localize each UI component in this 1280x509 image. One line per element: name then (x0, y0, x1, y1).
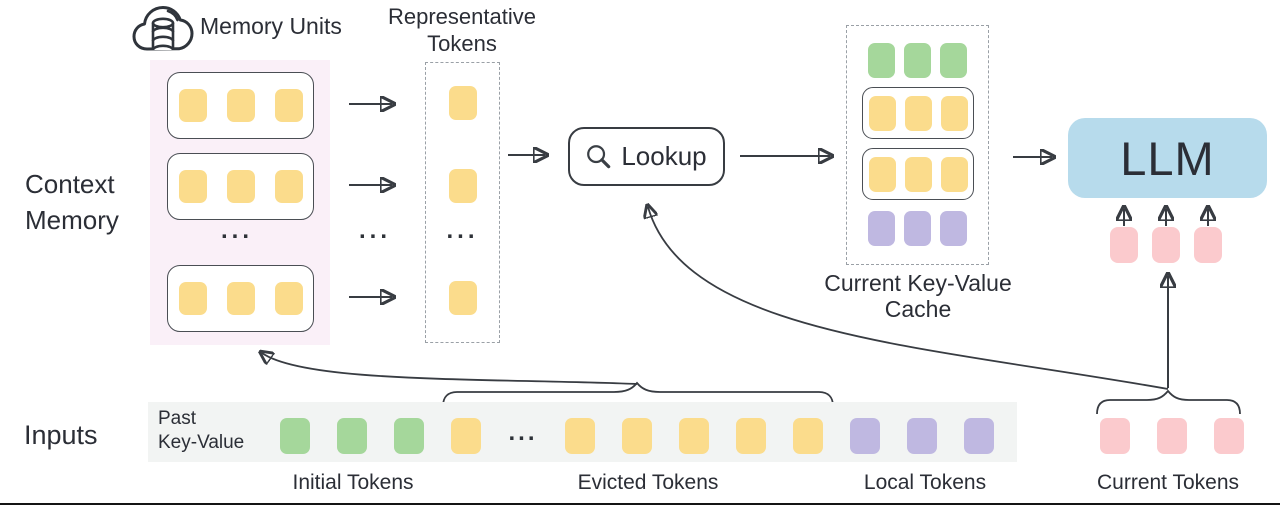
representative-tokens-box (425, 62, 500, 343)
token-yellow (868, 95, 896, 131)
lookup-box: Lookup (568, 127, 725, 186)
token-yellow (178, 170, 207, 203)
memory-unit-row (167, 72, 314, 139)
curve-currentbrace-to-lookup (648, 207, 1169, 390)
cloud-icon (132, 6, 194, 51)
token-yellow (274, 170, 303, 203)
token-yellow (448, 169, 477, 203)
token-yellow (904, 95, 932, 131)
figure-bottom-border (0, 503, 1280, 505)
cache-memory-unit-row (862, 148, 974, 200)
token-pink (1157, 418, 1187, 454)
memory-units-label: Memory Units (200, 13, 342, 39)
database-icon (151, 17, 175, 51)
past-kv-label: Past Key-Value (158, 407, 244, 455)
token-purple (904, 211, 931, 246)
representative-tokens-line2: Tokens (427, 31, 497, 56)
token-yellow (940, 95, 968, 131)
token-pink (1100, 418, 1130, 454)
memory-unit-row (167, 153, 314, 220)
current-kv-cache-label: Current Key-Value Cache (797, 270, 1039, 322)
current-token-group (1100, 418, 1244, 454)
token-yellow (868, 156, 896, 192)
token-yellow (448, 86, 477, 120)
llm-input-tokens (1110, 227, 1222, 263)
evicted-tokens-brace (442, 381, 834, 407)
initial-tokens-label: Initial Tokens (292, 471, 414, 494)
token-yellow (178, 282, 207, 315)
token-pink (1152, 227, 1180, 263)
token-green (904, 43, 931, 78)
memory-rows-ellipsis: ... (220, 217, 253, 244)
current-tokens-label: Current Tokens (1096, 471, 1240, 494)
representative-tokens-label: Representative Tokens (362, 3, 562, 57)
context-memory-line2: Memory (25, 205, 119, 235)
token-yellow (622, 418, 652, 454)
representative-tokens-line1: Representative (388, 4, 536, 29)
token-yellow (226, 89, 255, 122)
current-tokens-brace (1096, 389, 1241, 415)
past-kv-line1: Past (158, 408, 197, 429)
token-green (337, 418, 367, 454)
token-yellow (940, 156, 968, 192)
token-yellow (736, 418, 766, 454)
cloud-swoosh (166, 9, 179, 22)
context-memory-line1: Context (25, 169, 115, 199)
token-yellow (226, 170, 255, 203)
token-purple (850, 418, 880, 454)
cache-label-line2: Cache (884, 296, 952, 322)
token-yellow (904, 156, 932, 192)
cache-local-row (847, 211, 988, 246)
token-purple (868, 211, 895, 246)
token-green (394, 418, 424, 454)
local-tokens-label: Local Tokens (863, 471, 987, 494)
sequence-ellipsis: ... (508, 419, 538, 446)
representative-tokens-ellipsis: ... (446, 217, 479, 244)
token-purple (907, 418, 937, 454)
search-icon (587, 144, 611, 168)
token-purple (940, 211, 967, 246)
token-green (868, 43, 895, 78)
memory-units-icon (131, 3, 199, 59)
context-memory-label: Context Memory (25, 166, 119, 238)
llm-label: LLM (1120, 131, 1215, 185)
token-yellow (274, 282, 303, 315)
past-kv-token-sequence: ... (280, 418, 994, 454)
between-boxes-ellipsis: ... (358, 217, 391, 244)
token-yellow (226, 282, 255, 315)
memory-unit-row (167, 265, 314, 332)
token-purple (964, 418, 994, 454)
token-yellow (679, 418, 709, 454)
past-kv-line2: Key-Value (158, 432, 245, 453)
llm-box: LLM (1068, 118, 1267, 198)
inputs-label: Inputs (24, 420, 98, 450)
cache-memory-unit-row (862, 87, 974, 139)
cache-label-line1: Current Key-Value (824, 270, 1012, 296)
token-yellow (448, 281, 477, 315)
lookup-label: Lookup (621, 141, 707, 171)
token-pink (1194, 227, 1222, 263)
token-pink (1214, 418, 1244, 454)
curve-evictedbrace-to-memory (262, 353, 638, 385)
cache-initial-row (847, 43, 988, 78)
token-yellow (274, 89, 303, 122)
token-pink (1110, 227, 1138, 263)
token-green (940, 43, 967, 78)
current-kv-cache-box (846, 25, 989, 265)
token-yellow (565, 418, 595, 454)
token-yellow (793, 418, 823, 454)
evicted-tokens-label: Evicted Tokens (577, 471, 719, 494)
token-green (280, 418, 310, 454)
token-yellow (178, 89, 207, 122)
token-yellow (451, 418, 481, 454)
